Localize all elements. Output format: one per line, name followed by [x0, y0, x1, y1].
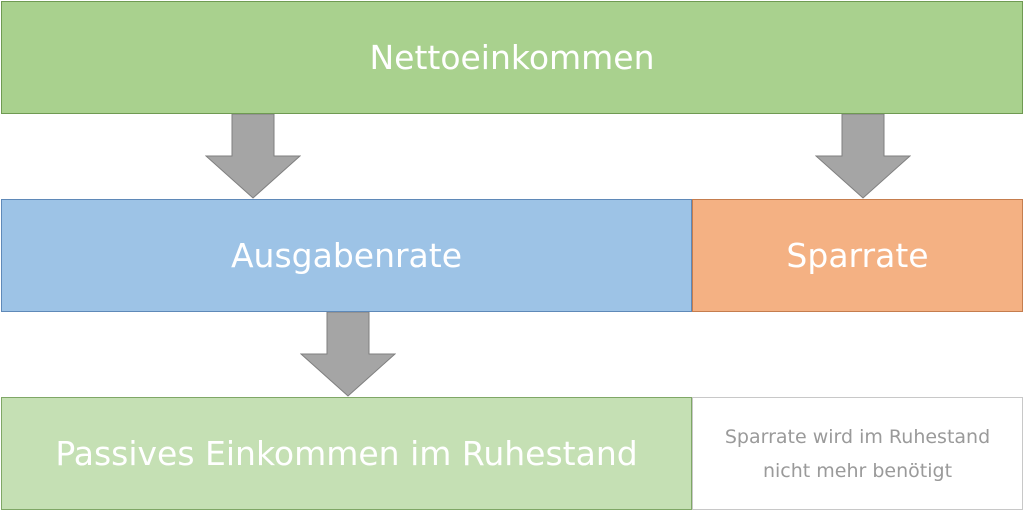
spending-rate-label: Ausgabenrate: [230, 236, 463, 275]
savings-rate-label: Sparrate: [786, 236, 929, 275]
passive-income-label: Passives Einkommen im Ruhestand: [55, 434, 638, 473]
arrow-down-net-to-savings: [815, 114, 911, 199]
spending-rate-box: Ausgabenrate: [1, 199, 692, 312]
savings-note-box: Sparrate wird im Ruhestand nicht mehr be…: [692, 397, 1023, 510]
savings-note-label: Sparrate wird im Ruhestand nicht mehr be…: [724, 425, 991, 482]
arrow-down-net-to-spending: [205, 114, 301, 199]
savings-rate-box: Sparrate: [692, 199, 1023, 312]
passive-income-box: Passives Einkommen im Ruhestand: [1, 397, 692, 510]
net-income-box: Nettoeinkommen: [1, 1, 1023, 114]
arrow-down-spending-to-passive: [300, 312, 396, 397]
net-income-label: Nettoeinkommen: [369, 38, 655, 77]
